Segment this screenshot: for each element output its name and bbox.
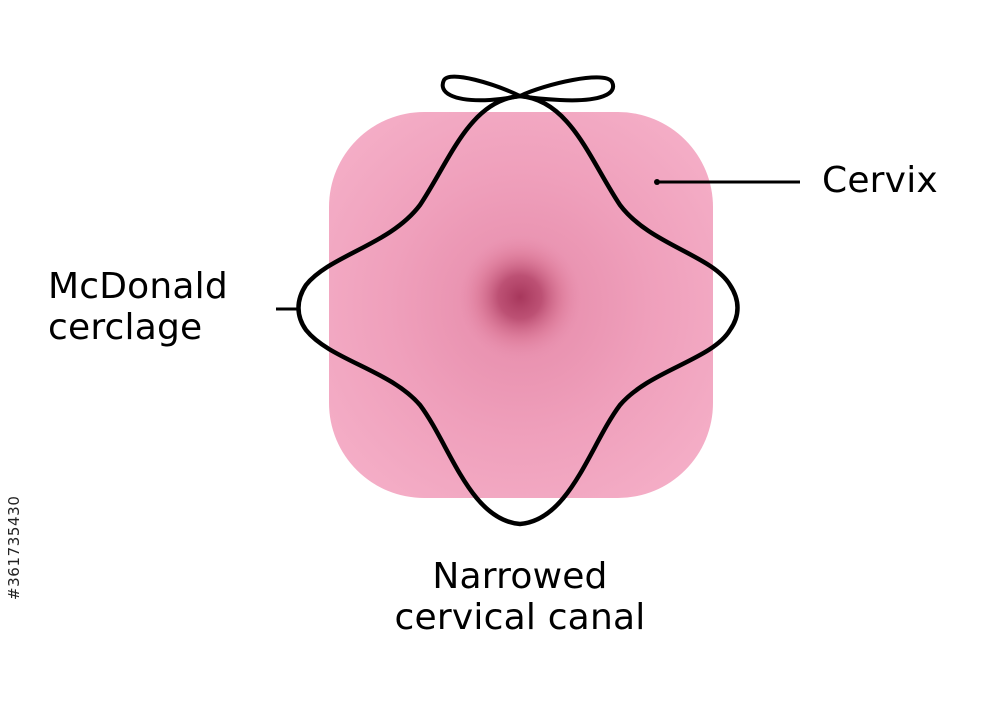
- canal-label-line1: Narrowed: [432, 556, 608, 597]
- cervical-canal-opening: [458, 235, 582, 359]
- canal-label: Narrowed cervical canal: [370, 556, 670, 639]
- stock-image-id: #361735430: [5, 495, 23, 600]
- cervix-label: Cervix: [822, 160, 938, 201]
- suture-knot-bow-left: [440, 74, 522, 103]
- suture-knot-bow-right: [518, 75, 616, 103]
- canal-label-line2: cervical canal: [394, 597, 646, 639]
- cerclage-label-line2: cerclage: [48, 307, 203, 349]
- cervix-label-text: Cervix: [822, 160, 938, 201]
- cerclage-label-line1: McDonald: [48, 266, 228, 307]
- cerclage-suture-loop: [296, 93, 740, 527]
- cerclage-label: McDonald cerclage: [48, 266, 228, 349]
